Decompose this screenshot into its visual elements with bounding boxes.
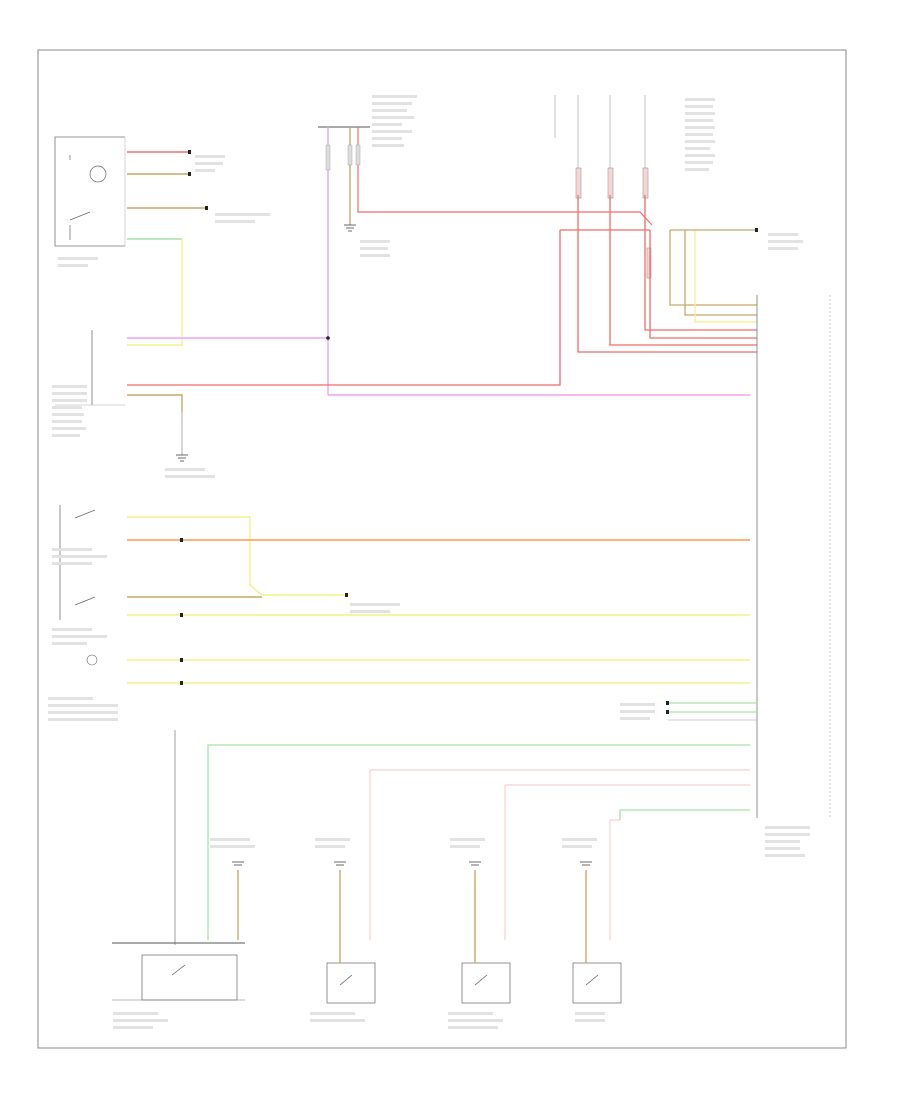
top-left-switch-component xyxy=(54,136,126,247)
switch-icon xyxy=(585,974,599,986)
connector-icon xyxy=(180,538,348,685)
fuse-icon xyxy=(325,144,331,171)
fuse-icon xyxy=(575,167,582,199)
ground-icon xyxy=(176,454,188,462)
bottom-component-1 xyxy=(112,870,245,1001)
top-right-fuse-block xyxy=(554,95,652,279)
top-left-wires xyxy=(127,151,205,346)
right-side-connectors xyxy=(666,701,757,721)
middle-wires xyxy=(127,516,750,684)
bottom-component-2 xyxy=(326,870,376,1004)
bottom-component-4 xyxy=(572,870,622,1004)
top-right-wires xyxy=(127,195,757,386)
left-middle-wires xyxy=(127,337,750,455)
right-connector-strip xyxy=(756,295,831,818)
switch-icon xyxy=(69,211,91,221)
switch-icon xyxy=(339,974,353,986)
motor-icon xyxy=(86,654,98,666)
bottom-component-3 xyxy=(461,870,511,1004)
switch-icon xyxy=(74,509,96,519)
diagram-frame xyxy=(37,49,847,1049)
connector-icon xyxy=(188,150,208,210)
switch-icon xyxy=(474,974,488,986)
faint-labels xyxy=(48,95,810,1029)
motor-icon xyxy=(89,165,107,183)
top-center-splice xyxy=(318,126,653,395)
bottom-feed-wires xyxy=(174,730,750,945)
ground-icon xyxy=(232,861,592,866)
left-middle-module xyxy=(55,330,125,406)
ground-icon xyxy=(344,224,356,232)
connector-icon xyxy=(755,228,758,232)
switch-icon xyxy=(171,964,186,976)
